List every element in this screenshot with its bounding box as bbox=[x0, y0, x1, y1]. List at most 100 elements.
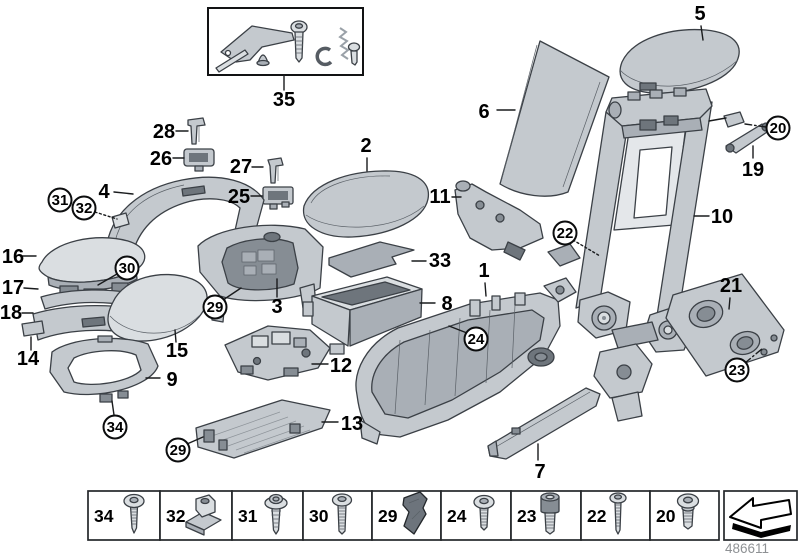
callout-3[interactable]: 3 bbox=[271, 296, 282, 318]
part-clip-27[interactable] bbox=[267, 157, 284, 184]
callout-11[interactable]: 11 bbox=[429, 186, 450, 208]
svg-text:20: 20 bbox=[656, 506, 676, 526]
svg-text:29: 29 bbox=[170, 442, 187, 459]
legend-cell-29[interactable]: 29 bbox=[371, 490, 442, 541]
part-bracket-11[interactable] bbox=[454, 180, 544, 261]
callout-28[interactable]: 28 bbox=[153, 121, 175, 143]
callout-18[interactable]: 18 bbox=[0, 302, 22, 324]
direction-arrow-icon bbox=[729, 497, 792, 538]
svg-text:29: 29 bbox=[378, 506, 398, 526]
callout-10[interactable]: 10 bbox=[711, 206, 733, 228]
callout-19[interactable]: 19 bbox=[742, 159, 764, 181]
callout-4[interactable]: 4 bbox=[98, 181, 110, 203]
callouts-layer: 35 28 26 4 27 25 2 16 17 18 14 15 9 3 12… bbox=[0, 3, 791, 483]
part-frame-10[interactable] bbox=[499, 87, 713, 422]
callout-7[interactable]: 7 bbox=[534, 461, 545, 483]
legend-cell-24[interactable]: 24 bbox=[440, 490, 512, 541]
part-frame-9[interactable] bbox=[49, 335, 159, 403]
callout-13[interactable]: 13 bbox=[341, 413, 363, 435]
svg-text:20: 20 bbox=[770, 120, 787, 137]
callout-17[interactable]: 17 bbox=[2, 277, 24, 299]
svg-text:23: 23 bbox=[729, 362, 746, 379]
svg-text:31: 31 bbox=[52, 192, 69, 209]
callout-9[interactable]: 9 bbox=[166, 369, 177, 391]
self-tapping-screw-icon bbox=[609, 492, 627, 535]
pan-head-torx-screw-icon bbox=[123, 493, 145, 534]
shoulder-screw-icon bbox=[676, 493, 700, 530]
callout-circle-34[interactable]: 34 bbox=[102, 414, 128, 440]
svg-text:24: 24 bbox=[447, 506, 467, 526]
legend-cell-32[interactable]: 32 bbox=[159, 490, 233, 541]
leader-lines bbox=[21, 25, 767, 461]
legend-cell-31[interactable]: 31 bbox=[231, 490, 304, 541]
callout-circle-31[interactable]: 31 bbox=[47, 187, 73, 213]
svg-text:23: 23 bbox=[517, 506, 537, 526]
svg-text:30: 30 bbox=[309, 506, 329, 526]
part-lid-cover[interactable] bbox=[302, 170, 430, 238]
part-hardware-kit[interactable] bbox=[207, 7, 364, 76]
callout-8[interactable]: 8 bbox=[441, 293, 452, 315]
legend-cell-30[interactable]: 30 bbox=[302, 490, 373, 541]
callout-16[interactable]: 16 bbox=[2, 246, 24, 268]
part-lid-lower[interactable] bbox=[107, 273, 208, 342]
part-base-carrier[interactable] bbox=[355, 292, 561, 445]
callout-15[interactable]: 15 bbox=[166, 340, 188, 362]
part-clip-28[interactable] bbox=[187, 117, 206, 145]
callout-6[interactable]: 6 bbox=[478, 101, 489, 123]
part-piece-14[interactable] bbox=[21, 320, 45, 337]
callout-26[interactable]: 26 bbox=[150, 148, 172, 170]
legend-cell-23[interactable]: 23 bbox=[510, 490, 582, 541]
svg-text:22: 22 bbox=[587, 506, 607, 526]
doc-number: 486611 bbox=[725, 541, 769, 556]
spring-steel-clip-icon bbox=[402, 491, 428, 535]
pan-head-short-screw-icon bbox=[473, 494, 495, 531]
callout-circle-20[interactable]: 20 bbox=[765, 115, 791, 141]
callout-27[interactable]: 27 bbox=[230, 156, 252, 178]
legend-cell-34[interactable]: 34 bbox=[87, 490, 161, 541]
callout-5[interactable]: 5 bbox=[694, 3, 705, 25]
callout-14[interactable]: 14 bbox=[17, 348, 40, 370]
part-socket-25[interactable] bbox=[262, 186, 294, 210]
svg-text:34: 34 bbox=[107, 419, 124, 436]
callout-circle-24[interactable]: 24 bbox=[463, 326, 489, 352]
callout-33[interactable]: 33 bbox=[429, 250, 451, 272]
svg-text:29: 29 bbox=[207, 299, 224, 316]
washer-head-screw-icon bbox=[264, 493, 288, 535]
svg-text:32: 32 bbox=[166, 506, 186, 526]
callout-2[interactable]: 2 bbox=[360, 135, 371, 157]
pan-head-machine-screw-icon bbox=[331, 493, 353, 535]
callout-circle-23[interactable]: 23 bbox=[724, 357, 750, 383]
part-mechanism-12[interactable] bbox=[224, 325, 331, 381]
callout-circle-29-frame[interactable]: 29 bbox=[202, 294, 228, 320]
callout-35[interactable]: 35 bbox=[273, 89, 295, 111]
part-pad-5[interactable] bbox=[619, 28, 740, 94]
svg-text:34: 34 bbox=[94, 506, 114, 526]
svg-text:24: 24 bbox=[468, 331, 485, 348]
part-panel-13[interactable] bbox=[195, 399, 331, 459]
part-panel-6[interactable] bbox=[499, 40, 610, 197]
part-switch-26[interactable] bbox=[183, 148, 215, 172]
captive-clip-nut-icon bbox=[185, 494, 222, 536]
part-trim-7[interactable] bbox=[487, 387, 601, 460]
callout-circle-30[interactable]: 30 bbox=[114, 255, 140, 281]
legend-cell-20[interactable]: 20 bbox=[649, 490, 720, 541]
callout-12[interactable]: 12 bbox=[330, 355, 352, 377]
callout-circle-32[interactable]: 32 bbox=[71, 195, 97, 221]
part-cupholder-21[interactable] bbox=[665, 273, 785, 377]
callout-21[interactable]: 21 bbox=[720, 275, 742, 297]
svg-text:22: 22 bbox=[557, 225, 574, 242]
part-surround-3[interactable] bbox=[197, 224, 324, 323]
callout-circle-22[interactable]: 22 bbox=[552, 220, 578, 246]
svg-text:32: 32 bbox=[76, 200, 93, 217]
part-link-19[interactable] bbox=[723, 111, 771, 154]
callout-circle-29-panel[interactable]: 29 bbox=[165, 437, 191, 463]
legend-cell-22[interactable]: 22 bbox=[580, 490, 651, 541]
svg-text:30: 30 bbox=[119, 260, 136, 277]
part-mat-33[interactable] bbox=[328, 241, 415, 278]
legend-cell-arrow[interactable] bbox=[723, 490, 798, 541]
part-tray-8[interactable] bbox=[302, 276, 423, 355]
callout-1[interactable]: 1 bbox=[478, 260, 489, 282]
fastener-legend: 34 32 31 bbox=[87, 490, 798, 541]
callout-25[interactable]: 25 bbox=[228, 186, 250, 208]
